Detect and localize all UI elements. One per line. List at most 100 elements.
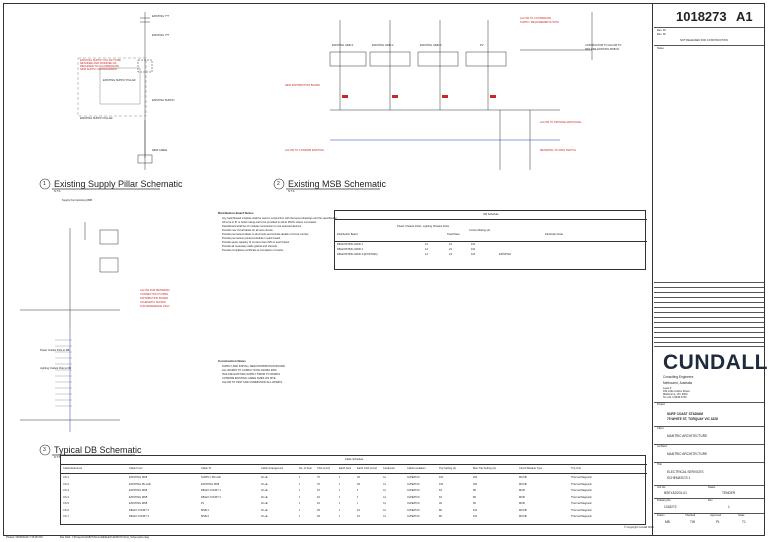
client-label: Client: [657, 427, 664, 430]
s2-red-marker-4: [490, 95, 496, 98]
title-line-1: ELECTRICAL SERVICES: [667, 470, 704, 474]
db-header: Particular Notes: [545, 233, 564, 236]
cable-cell: 1: [299, 489, 301, 492]
project-name: SURF COAST STADIUM: [667, 412, 703, 416]
cable-cell: 1: [299, 482, 301, 486]
cable-cell: 4C+E: [261, 502, 268, 505]
s2-red-marker-2: [392, 95, 398, 98]
legend-small-1: Rev. 03: [657, 29, 666, 32]
cable-cell: CS-6: [63, 508, 69, 512]
cable-header: Earth Sets: [339, 467, 352, 470]
construction-item: SUPPLY AND INSTALL NEW DISTRIBUTION BOAR…: [222, 365, 286, 368]
db-header: Current Rating (A): [469, 229, 491, 232]
cable-cell: Thermal Magnetic: [571, 515, 592, 518]
checked: TW: [690, 520, 695, 524]
cable-cell: 25: [317, 508, 320, 512]
note-item: Switchboard shall be of modular construc…: [222, 225, 302, 228]
note-item: Provide all necessary cable glands and s…: [222, 245, 278, 248]
cable-cell: Cu: [383, 495, 387, 499]
drawn: MB: [665, 520, 670, 524]
cable-cell: XLPE/PVC: [407, 508, 420, 512]
cable-cell: EXISTING PILLAR: [129, 482, 151, 486]
note-item: All to be in IP or better rating and to …: [222, 221, 317, 224]
project-label: Project: [657, 403, 666, 406]
notes-heading: Distribution Board Notes: [218, 211, 254, 215]
cable-cell: 1: [299, 508, 301, 512]
cable-cell: DB-EX COURT 2: [201, 495, 221, 499]
cable-cell: 16: [317, 489, 320, 492]
s3-note-3: DISTRIBUTION BOARD: [140, 297, 169, 300]
s1-note-3: REQUIRED TO ACCOMMODATE: [80, 65, 120, 68]
construction-item: ISOLATE EXISTING SUPPLY PRIOR TO WORKS.: [222, 373, 281, 376]
cable-cell: 1: [339, 508, 341, 512]
cable-cell: 6: [357, 495, 359, 499]
cable-header: Max Trip Setting (A): [473, 467, 496, 470]
approved: PL: [716, 520, 720, 524]
cable-cell: Thermal Magnetic: [571, 495, 592, 499]
approved-label: Approved: [710, 514, 722, 517]
cable-cell: XLPE/PVC: [407, 476, 420, 479]
db-header: Lighting Chassis Poles: [423, 225, 450, 228]
section-3-title: Typical DB Schematic: [54, 445, 142, 455]
db-cell: 12: [425, 243, 428, 246]
cable-cell: Cu: [383, 489, 387, 492]
construction-item: CONFIRM EXISTING CABLE SIZES ON SITE.: [222, 377, 277, 380]
cable-cell: MSB-1: [201, 508, 209, 512]
cable-cell: MCCB: [519, 482, 527, 486]
s2-note-6: ALLOW TO CONFIRM EXISTING: [285, 149, 324, 152]
legend-small-2: Rev. 02: [657, 33, 666, 36]
construction-item: ALLOW TO TEST AND COMMISSION ALL WORKS.: [222, 381, 283, 384]
job-no: BSEY&D201-01: [664, 491, 687, 495]
cable-cell: EXISTING MSB: [129, 489, 148, 492]
company-addr-2: 184 Little Collins Street: [663, 390, 690, 393]
cable-cell: CS-4: [63, 495, 69, 499]
section-3-scale: N.T.S.: [54, 456, 62, 459]
architect-name: MANTRIC ARCHITECTURE: [667, 452, 708, 456]
s1-label-6: EXISTING SUPPLY PILLAR: [80, 117, 113, 120]
cable-cell: Cu: [383, 515, 387, 518]
rev: 1: [728, 505, 730, 509]
cable-cell: 160: [439, 476, 444, 479]
rev-label: Rev: [708, 499, 713, 502]
s2-note-5: INCLUDE EXISTING MSB IN: [585, 48, 619, 51]
cable-cell: Cu: [383, 508, 387, 512]
section-1-scale: N.T.S.: [54, 190, 62, 193]
cable-cell: 10: [317, 502, 320, 505]
cable-cell: 4: [357, 502, 359, 505]
cable-cell: 1: [339, 489, 341, 492]
db-cell: DB-EXISTING GRID 3 (EXISTING): [337, 253, 378, 256]
cable-cell: 6: [357, 489, 359, 492]
cable-header: No. of Sets: [299, 467, 312, 470]
cable-cell: 80: [473, 489, 476, 492]
cable-header: Cable Reference: [63, 467, 83, 470]
cable-cell: 4C+E: [261, 489, 268, 492]
db-cell: 12: [425, 248, 428, 251]
cable-cell: 40: [439, 502, 442, 505]
db-cell: DB-EXISTING GRID 2: [337, 248, 363, 251]
cable-cell: XLPE/PVC: [407, 489, 420, 492]
cable-cell: MCB: [519, 502, 525, 505]
sheet-size: A1: [736, 9, 753, 24]
cable-cell: MSB-2: [201, 515, 209, 518]
cable-header: Trip Unit: [571, 467, 581, 470]
cable-cell: Thermal Magnetic: [571, 489, 592, 492]
cable-schedule: Cable Schedule Cable Reference Cable Fro…: [60, 455, 647, 525]
s1-label-4: EXISTING SUPPLY: [152, 99, 175, 102]
cable-cell: EXISTING MSB: [129, 502, 148, 505]
s2-board-4: PV: [480, 44, 484, 47]
db-header: Power Chassis Poles: [397, 225, 422, 228]
cable-cell: 10: [357, 515, 360, 518]
drawing-no: 1018273: [664, 505, 677, 509]
cable-cell: Thermal Magnetic: [571, 476, 592, 479]
cable-cell: SUPPLY PILLAR: [201, 476, 221, 479]
cable-cell: 1: [339, 495, 341, 499]
section-3-number: 3: [43, 447, 46, 453]
cable-cell: 25: [357, 482, 360, 486]
cable-cell: 100: [473, 515, 478, 518]
cable-header: Circuit Breaker Type: [519, 467, 543, 470]
client-name: MANTRIC ARCHITECTURE: [667, 434, 708, 438]
s3-bottom-2: Lighting Outlets Pole to DB: [40, 367, 72, 370]
db-cell: 100: [471, 243, 476, 246]
s1-note-1: EXISTING SUPPLY PILLAR TO BE: [80, 59, 121, 62]
